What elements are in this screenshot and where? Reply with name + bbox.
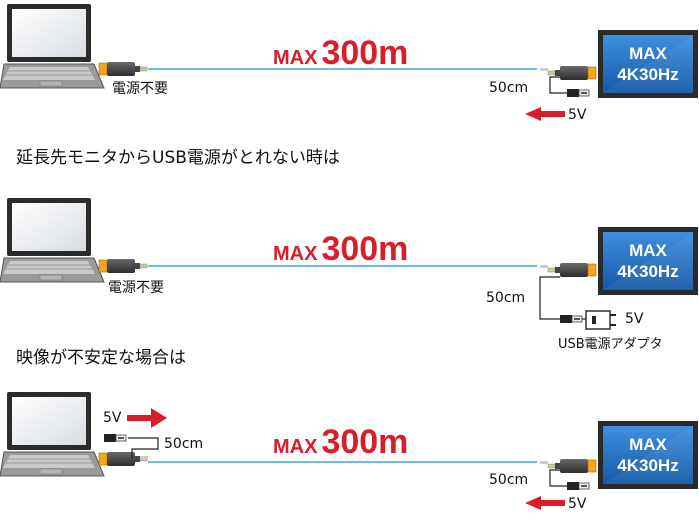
monitor-line2: 4K30Hz	[617, 65, 679, 84]
power-voltage-label: 5V	[625, 311, 644, 327]
scenario2-heading: 延長先モニタからUSB電源がとれない時は	[16, 148, 340, 168]
cable-length-label: 50cm	[489, 472, 529, 488]
scenario1-graphic	[0, 3, 698, 98]
power-arrow-icon	[525, 107, 565, 121]
monitor-spec: MAX 4K30Hz	[600, 240, 696, 282]
cable-length-label: 50cm	[489, 80, 529, 96]
left-power-voltage-label: 5V	[103, 410, 122, 426]
transmitter-dongle	[98, 61, 148, 77]
receiver-dongle	[547, 262, 597, 278]
scenario2-graphic	[0, 197, 698, 330]
monitor-spec: MAX 4K30Hz	[600, 434, 696, 476]
usb-power-adapter-icon	[585, 310, 616, 330]
transmitter-dongle	[98, 258, 148, 274]
monitor-line2: 4K30Hz	[617, 456, 679, 475]
no-power-label: 電源不要	[112, 81, 168, 97]
usb-plug-icon	[559, 314, 583, 324]
usb-power-adapter-label: USB電源アダプタ	[558, 337, 663, 352]
max-label: MAX	[273, 243, 318, 265]
left-cable-length-label: 50cm	[164, 436, 204, 452]
receiver-dongle	[547, 458, 597, 474]
distance-value: 300m	[321, 230, 409, 268]
cable-length-label: 50cm	[486, 290, 526, 306]
power-arrow-icon	[127, 408, 167, 428]
usb-plug-icon	[103, 433, 127, 443]
monitor-spec: MAX 4K30Hz	[600, 43, 696, 85]
distance-value: 300m	[321, 34, 409, 72]
scenario3-heading: 映像が不安定な場合は	[16, 348, 186, 368]
monitor-line1: MAX	[629, 44, 667, 63]
usb-plug-icon	[566, 88, 590, 98]
receiver-dongle	[547, 65, 597, 81]
laptop-icon	[0, 3, 105, 89]
power-voltage-label: 5V	[568, 496, 587, 512]
usb-plug-icon	[566, 481, 590, 491]
monitor-line2: 4K30Hz	[617, 262, 679, 281]
power-arrow-icon	[525, 496, 565, 510]
distance-value: 300m	[321, 423, 409, 461]
laptop-icon	[0, 391, 105, 477]
max-label: MAX	[273, 436, 318, 458]
laptop-icon	[0, 197, 105, 283]
no-power-label: 電源不要	[108, 280, 164, 296]
monitor-line1: MAX	[629, 241, 667, 260]
transmitter-dongle	[98, 451, 148, 467]
max-label: MAX	[273, 47, 318, 69]
scenario3-graphic	[0, 391, 698, 491]
monitor-line1: MAX	[629, 435, 667, 454]
power-voltage-label: 5V	[568, 107, 587, 123]
